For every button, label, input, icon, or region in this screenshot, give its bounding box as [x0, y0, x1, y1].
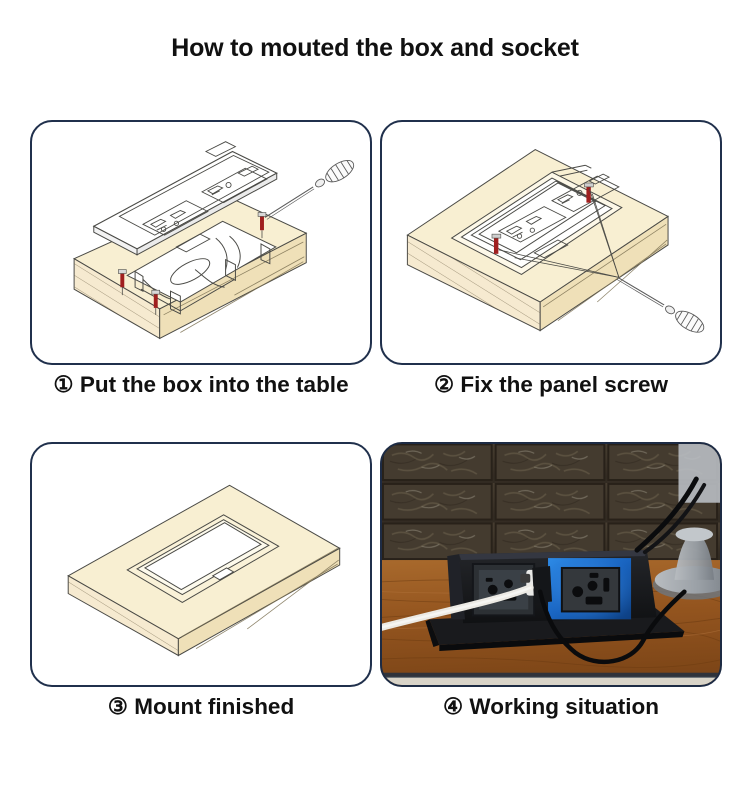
step-2-diagram: [406, 148, 705, 333]
black-adapter: [532, 565, 552, 604]
pointer-lines: [498, 188, 620, 278]
step-2-caption: ② Fix the panel screw: [434, 372, 668, 397]
lid-latch: [211, 567, 235, 581]
white-cable: [382, 584, 534, 631]
step-2-illustration-panel: [380, 120, 722, 365]
socket-face-a: [497, 206, 567, 243]
lid-latch-button: [533, 239, 569, 259]
steps-grid: ① Put the box into the table: [30, 120, 722, 738]
table-slab: [67, 484, 341, 657]
red-screws: [118, 212, 267, 315]
lamp-base: [652, 444, 720, 600]
universal-socket-right-lit[interactable]: [548, 558, 632, 620]
page-title: How to mouted the box and socket: [171, 34, 579, 62]
socket-face-a: [142, 200, 209, 236]
step-1-diagram: [73, 141, 355, 340]
step-card-4: ④ Working situation: [380, 442, 722, 719]
step-4-photo: [382, 444, 720, 685]
hinge-tab: [204, 141, 237, 157]
step-card-1: ① Put the box into the table: [30, 120, 372, 397]
step-3-diagram: [67, 484, 341, 657]
popup-socket-box: [425, 550, 685, 651]
step-4-photo-panel: [380, 442, 722, 687]
socket-face-b: [201, 165, 268, 204]
socket-lid-panel: [92, 141, 278, 256]
lid-latch-button: [175, 233, 211, 253]
step-3-caption: ③ Mount finished: [107, 694, 295, 719]
closed-lid: [126, 514, 280, 603]
screwdriver: [264, 160, 355, 220]
step-4-caption: ④ Working situation: [442, 694, 659, 719]
screwdriver: [616, 276, 705, 333]
black-cable: [537, 476, 707, 665]
brick-wall: [382, 444, 720, 566]
step-card-2: ② Fix the panel screw: [380, 120, 722, 397]
step-card-3: ③ Mount finished: [30, 442, 372, 719]
step-1-illustration-panel: [30, 120, 372, 365]
socket-face-b: [551, 175, 620, 213]
step-1-caption: ① Put the box into the table: [53, 372, 349, 397]
step-3-illustration-panel: [30, 442, 372, 687]
red-screws: [491, 182, 594, 254]
